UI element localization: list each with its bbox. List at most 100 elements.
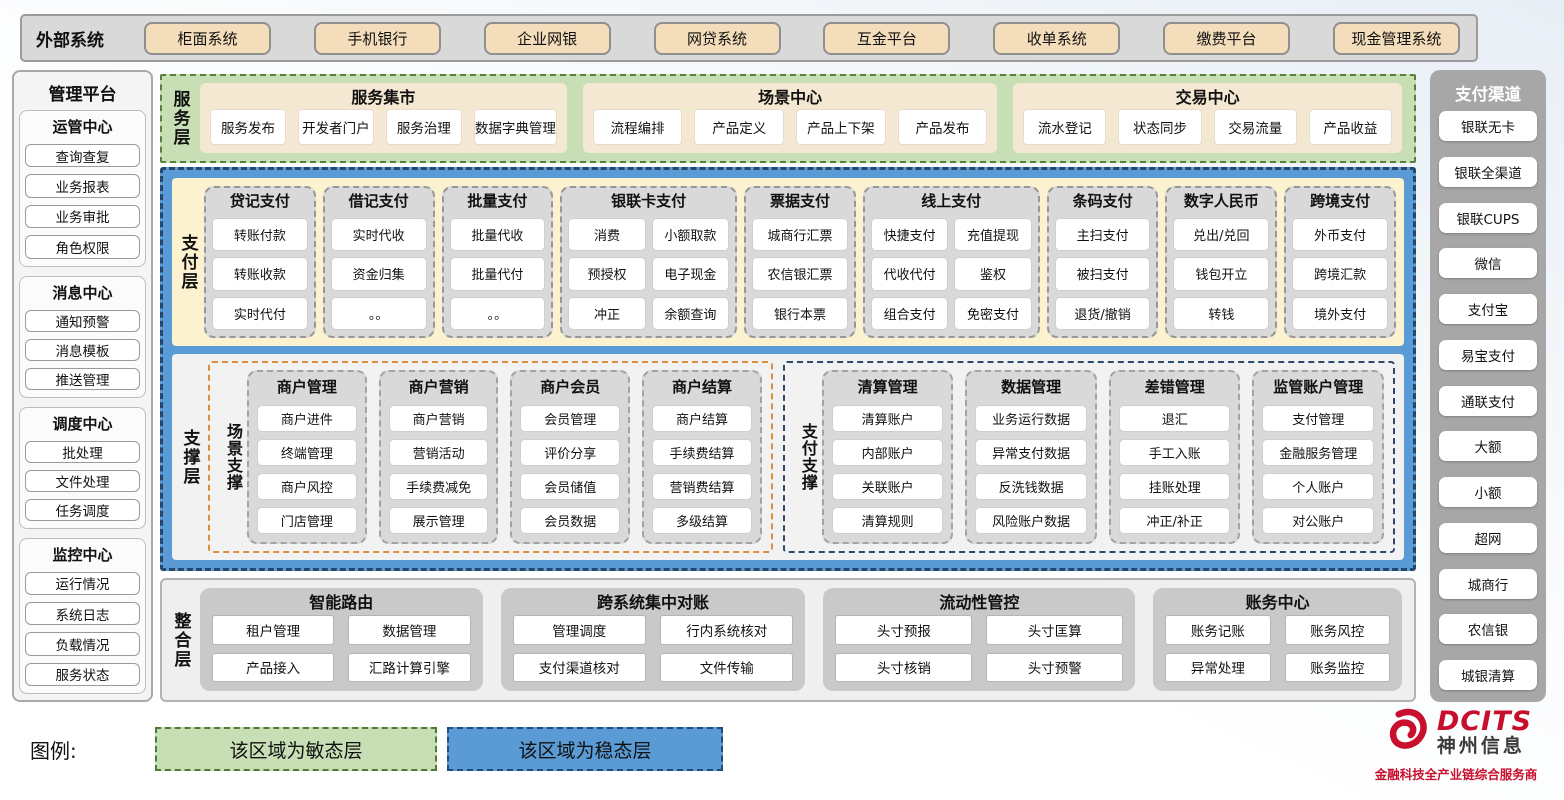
- support-item: 手续费结算: [652, 439, 752, 466]
- support-item: 展示管理: [388, 507, 489, 534]
- management-item: 角色权限: [25, 235, 140, 259]
- external-system-box: 网贷系统: [653, 21, 781, 55]
- payment-column-title: 批量支付: [467, 192, 528, 210]
- support-layer-label: 支撑层: [179, 428, 200, 486]
- support-item: 清算规则: [831, 507, 944, 534]
- management-item: 通知预警: [25, 309, 140, 332]
- payment-item: 兑出/兑回: [1173, 218, 1270, 252]
- integration-item: 账务监控: [1284, 652, 1390, 682]
- service-item: 服务发布: [210, 109, 286, 145]
- integration-item: 账务记账: [1165, 615, 1271, 645]
- support-column: 清算管理清算账户内部账户关联账户清算规则: [821, 370, 954, 544]
- service-card-title: 服务集市: [351, 88, 416, 107]
- payment-item: 批量代收: [449, 218, 546, 252]
- integration-item: 汇路计算引擎: [348, 652, 471, 682]
- management-item: 系统日志: [25, 601, 140, 626]
- support-item: 营销费结算: [652, 473, 752, 500]
- payment-row: 外币支付: [1292, 218, 1388, 252]
- payment-item: 小额取款: [651, 218, 730, 252]
- external-system-box: 互金平台: [823, 21, 951, 55]
- integration-cards: 智能路由租户管理数据管理产品接入汇路计算引擎跨系统集中对账管理调度行内系统核对支…: [200, 580, 1414, 700]
- payment-row: 。。: [330, 296, 427, 330]
- channel-item: 大额: [1439, 431, 1537, 462]
- integration-item: 头寸匡算: [986, 615, 1124, 645]
- payment-item: 外币支付: [1292, 218, 1388, 252]
- payment-item: 转账付款: [212, 218, 308, 252]
- payment-row: 预授权电子现金: [568, 257, 730, 291]
- service-card-items: 流水登记状态同步交易流量产品收益: [1023, 109, 1393, 145]
- logo-texts: DCITS 神州信息: [1437, 707, 1532, 758]
- support-column-title: 商户结算: [672, 378, 733, 396]
- integration-card: 流动性管控头寸预报头寸匡算头寸核销头寸预警: [823, 588, 1136, 691]
- payment-item: 钱包开立: [1173, 257, 1270, 291]
- payment-row: 实时代收: [330, 218, 427, 252]
- support-item: 评价分享: [520, 439, 621, 466]
- support-column: 商户营销商户营销营销活动手续费减免展示管理: [378, 370, 499, 544]
- payment-columns: 贷记支付转账付款转账收款实时代付借记支付实时代收资金归集。。批量支付批量代收批量…: [204, 178, 1404, 346]
- management-item: 批处理: [25, 440, 140, 463]
- support-column-title: 商户营销: [408, 378, 469, 396]
- management-group-title: 监控中心: [52, 545, 113, 564]
- logo-brand: DCITS: [1436, 705, 1533, 737]
- payment-column-title: 贷记支付: [229, 192, 290, 210]
- payment-column: 借记支付实时代收资金归集。。: [322, 186, 435, 338]
- integration-card-title: 流动性管控: [939, 593, 1020, 612]
- payment-item: 。。: [330, 296, 427, 330]
- external-systems-list: 柜面系统手机银行企业网银网贷系统互金平台收单系统缴费平台现金管理系统: [138, 21, 1476, 55]
- support-item: 业务运行数据: [975, 405, 1087, 432]
- integration-card: 跨系统集中对账管理调度行内系统核对支付渠道核对文件传输: [500, 588, 806, 691]
- support-layer: 支撑层 场景支撑商户管理商户进件终端管理商户风控门店管理商户营销商户营销营销活动…: [172, 354, 1404, 560]
- support-column: 差错管理退汇手工入账挂账处理冲正/补正: [1108, 370, 1241, 544]
- integration-grid: 头寸预报头寸匡算头寸核销头寸预警: [835, 615, 1124, 682]
- payment-item: 主扫支付: [1054, 218, 1151, 252]
- service-layer-label: 服务层: [169, 90, 190, 147]
- integration-item: 文件传输: [659, 652, 794, 682]
- payment-row: 代收代付鉴权: [870, 257, 1032, 291]
- payment-row: 被扫支付: [1054, 257, 1151, 291]
- payment-column-title: 跨境支付: [1310, 192, 1371, 210]
- service-item: 状态同步: [1118, 109, 1202, 145]
- payment-channels-title: 支付渠道: [1455, 85, 1521, 104]
- support-item: 对公账户: [1262, 507, 1375, 534]
- payment-item: 境外支付: [1292, 296, 1388, 330]
- payment-row: 快捷支付充值提现: [870, 218, 1032, 252]
- payment-item: 冲正: [568, 296, 646, 330]
- payment-column-title: 线上支付: [921, 192, 982, 210]
- payment-item: 农信银汇票: [752, 257, 848, 291]
- payment-item: 转账收款: [212, 257, 308, 291]
- payment-item: 余额查询: [651, 296, 730, 330]
- service-cards: 服务集市服务发布开发者门户服务治理数据字典管理场景中心流程编排产品定义产品上下架…: [198, 76, 1414, 161]
- support-group-label: 场景支撑: [224, 423, 243, 491]
- support-column-title: 商户会员: [540, 378, 601, 396]
- management-group: 消息中心通知预警消息模板推送管理: [19, 275, 146, 398]
- service-item: 交易流量: [1213, 109, 1297, 145]
- payment-item: 转钱: [1173, 296, 1270, 330]
- payment-column-title: 数字人民币: [1183, 192, 1259, 210]
- service-layer: 服务层 服务集市服务发布开发者门户服务治理数据字典管理场景中心流程编排产品定义产…: [160, 74, 1416, 163]
- channel-item: 通联支付: [1439, 385, 1537, 416]
- management-item: 消息模板: [25, 338, 140, 361]
- integration-item: 账务风控: [1284, 615, 1390, 645]
- payment-row: 主扫支付: [1054, 218, 1151, 252]
- integration-layer-label: 整合层: [170, 611, 191, 669]
- management-group-title: 运管中心: [52, 118, 113, 136]
- integration-card-title: 账务中心: [1245, 593, 1310, 612]
- payment-item: 电子现金: [651, 257, 730, 291]
- management-group-title: 调度中心: [52, 414, 113, 433]
- support-column: 商户结算商户结算手续费结算营销费结算多级结算: [642, 370, 762, 544]
- external-systems-bar: 外部系统 柜面系统手机银行企业网银网贷系统互金平台收单系统缴费平台现金管理系统: [20, 14, 1478, 62]
- legend: 图例: 该区域为敏态层该区域为稳态层: [30, 727, 723, 771]
- external-system-box: 收单系统: [993, 21, 1121, 55]
- integration-item: 数据管理: [348, 615, 471, 645]
- channel-item: 农信银: [1439, 614, 1537, 645]
- payment-item: 充值提现: [954, 218, 1032, 252]
- legend-box-green: 该区域为敏态层: [155, 727, 437, 771]
- logo-row: DCITS 神州信息: [1380, 704, 1532, 760]
- management-item: 负载情况: [25, 632, 140, 656]
- integration-item: 租户管理: [212, 615, 335, 645]
- payment-row: 退货/撤销: [1054, 296, 1151, 330]
- payment-row: 兑出/兑回: [1173, 218, 1270, 252]
- integration-card-title: 智能路由: [309, 593, 374, 612]
- integration-card-title: 跨系统集中对账: [596, 593, 709, 612]
